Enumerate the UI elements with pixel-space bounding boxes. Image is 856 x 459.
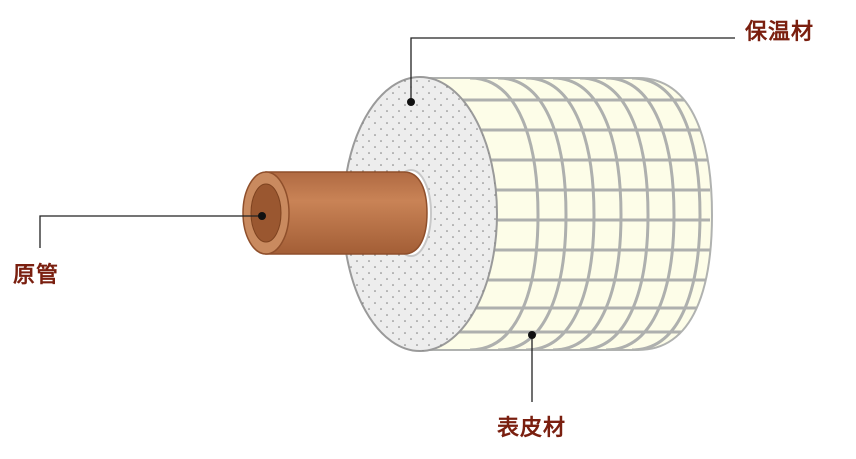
jacket-label: 表皮材 bbox=[497, 416, 567, 441]
jacket-body bbox=[419, 77, 714, 351]
pipe-dot bbox=[258, 212, 266, 220]
jacket-dot bbox=[528, 331, 536, 339]
insulation-leader bbox=[410, 37, 735, 102]
insulation-dot bbox=[407, 98, 415, 106]
pipe bbox=[242, 171, 428, 255]
leader-lines bbox=[39, 37, 735, 402]
pipe-leader bbox=[39, 215, 262, 248]
insulation-label: 保温材 bbox=[745, 20, 815, 45]
pipe-label: 原管 bbox=[13, 263, 60, 288]
leader-dots bbox=[258, 98, 536, 339]
